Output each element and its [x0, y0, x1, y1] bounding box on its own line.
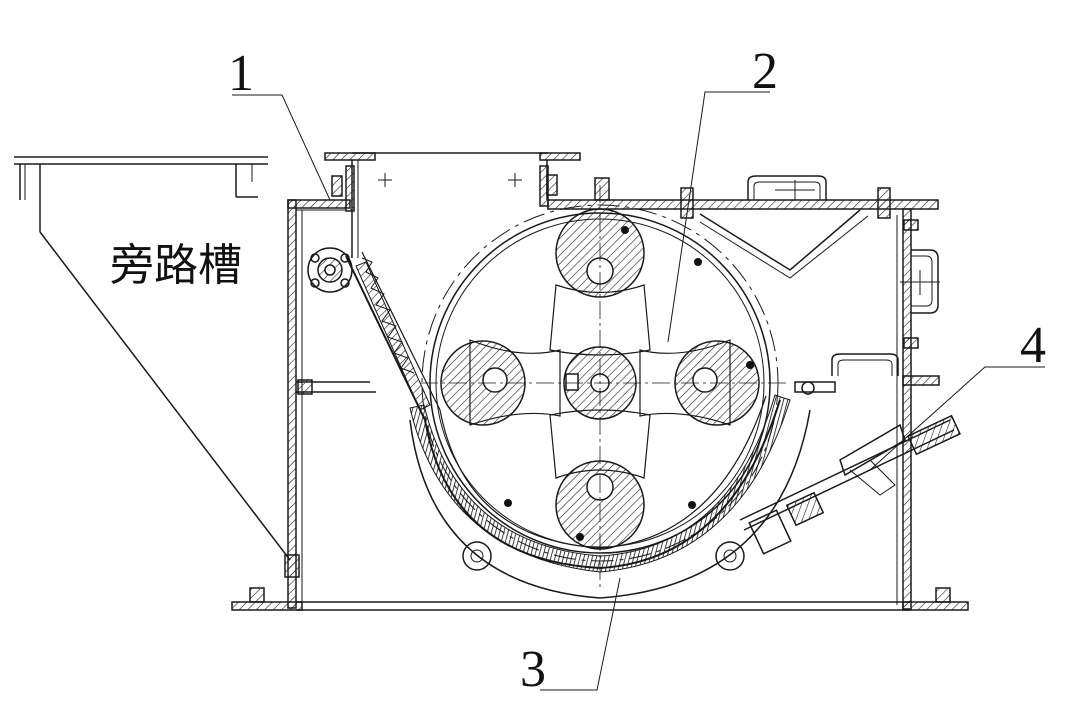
grate-liner [307, 247, 811, 599]
rotor-drum [420, 185, 790, 590]
bypass-chute-label: 旁路槽 [110, 240, 242, 291]
leader-lines [232, 91, 1045, 691]
callout-1: 1 [228, 45, 254, 102]
center-marks [378, 173, 940, 295]
adjusting-rod [739, 381, 961, 555]
housing-frame [231, 152, 969, 611]
bolts [249, 174, 951, 603]
callout-4: 4 [1020, 317, 1046, 374]
callout-2: 2 [752, 43, 778, 100]
bypass-chute [14, 156, 291, 561]
callout-3: 3 [520, 641, 546, 698]
annotation-markers [504, 226, 754, 541]
